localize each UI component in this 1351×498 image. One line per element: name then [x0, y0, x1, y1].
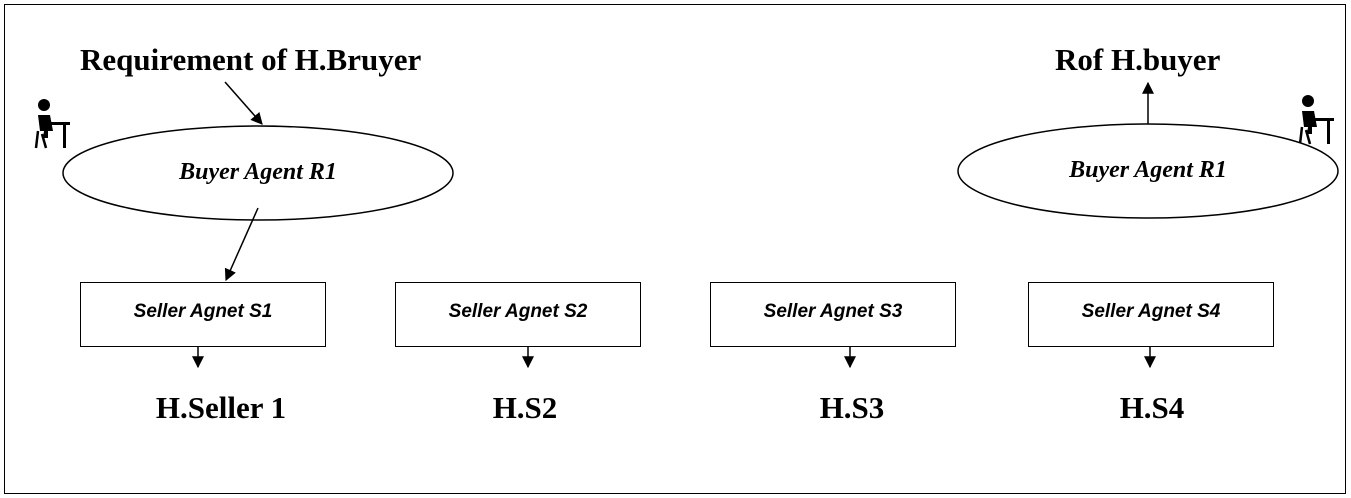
- buyer-agent-label: Buyer Agent R1: [1069, 157, 1227, 183]
- buyer-agent-ellipse: [62, 125, 454, 221]
- buyer-to-seller-arrow: [224, 207, 259, 282]
- requirement-arrow: [224, 81, 263, 125]
- buyer-agent-label: Buyer Agent R1: [179, 159, 337, 185]
- result-label: Rof H.buyer: [1055, 42, 1221, 77]
- seller-agent-box: Seller Agnet S3: [710, 282, 956, 347]
- seller-agent-label: Seller Agnet S4: [1081, 301, 1221, 322]
- seller-agent-box: Seller Agnet S1: [80, 282, 326, 347]
- seller-agent-box: Seller Agnet S2: [395, 282, 641, 347]
- person-at-desk-icon: [1298, 95, 1334, 145]
- human-seller-label: H.S3: [819, 390, 885, 425]
- human-seller-label: H.Seller 1: [155, 390, 287, 425]
- seller-agent-label: Seller Agnet S2: [448, 301, 588, 322]
- human-seller-label: H.S4: [1119, 390, 1185, 425]
- requirement-label: Requirement of H.Bruyer: [80, 42, 422, 77]
- person-at-desk-icon: [34, 99, 70, 149]
- seller-agent-box: Seller Agnet S4: [1028, 282, 1274, 347]
- human-seller-label: H.S2: [492, 390, 558, 425]
- diagram-frame: [4, 4, 1346, 494]
- seller-agent-label: Seller Agnet S1: [133, 301, 273, 322]
- seller-agent-label: Seller Agnet S3: [763, 301, 903, 322]
